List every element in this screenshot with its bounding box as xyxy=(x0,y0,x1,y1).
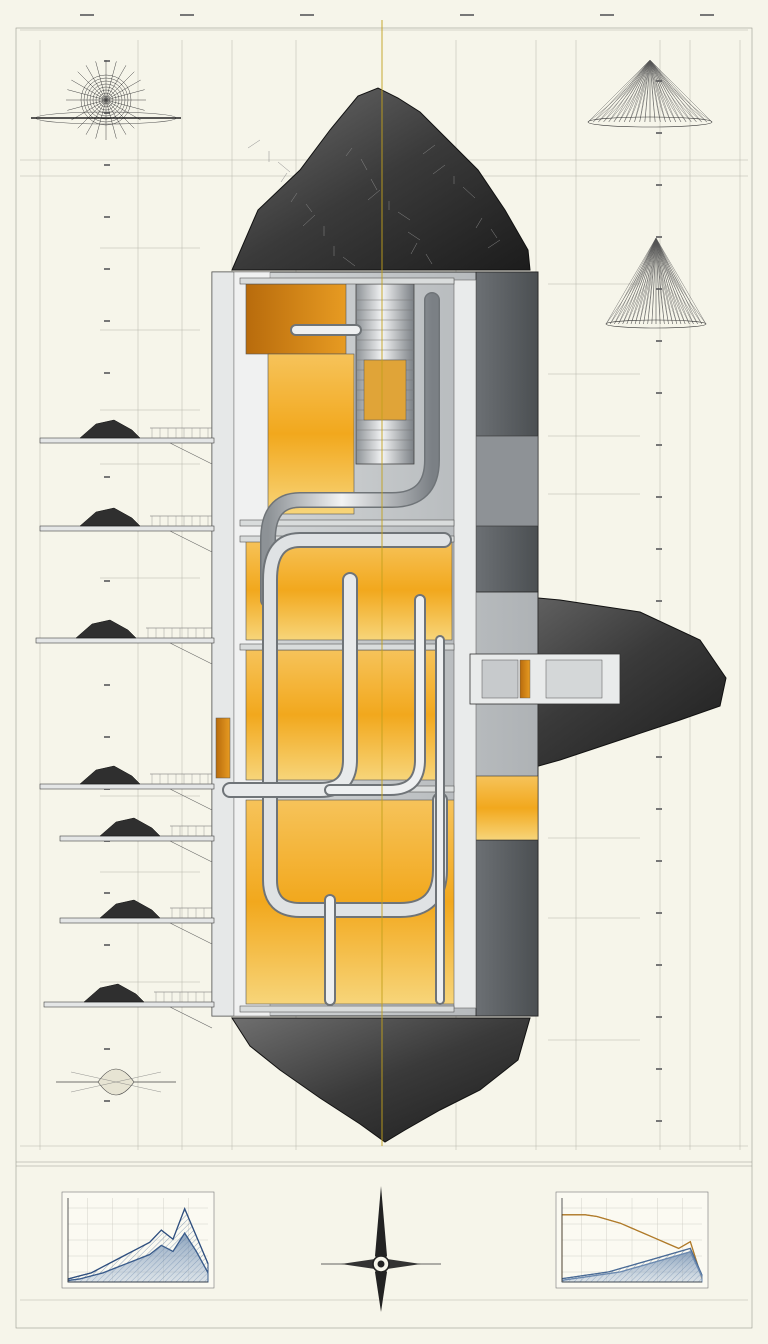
upper-rock-mass xyxy=(231,87,531,271)
chart-right-series-0-line xyxy=(562,1214,703,1279)
chart-left-series-0-line xyxy=(67,1206,209,1280)
compass-rose-icon xyxy=(321,1186,441,1312)
sphere-detail-icon xyxy=(31,60,181,140)
sheet-frame xyxy=(15,27,753,1329)
cone-detail-icon xyxy=(605,237,707,329)
chart-left xyxy=(61,1191,215,1289)
lower-rock-mass xyxy=(231,1017,531,1143)
balcony-platforms xyxy=(35,419,215,1029)
pipe-network xyxy=(222,292,452,1006)
lens-detail-icon xyxy=(56,1068,176,1096)
chart-left-series-1-line xyxy=(67,1231,209,1282)
outcrop-module xyxy=(469,653,621,705)
cone-detail-icon xyxy=(587,59,713,128)
chart-right-series-1-line xyxy=(561,1247,703,1280)
chart-right-series-2-line xyxy=(561,1250,703,1281)
chart-right xyxy=(555,1191,709,1289)
